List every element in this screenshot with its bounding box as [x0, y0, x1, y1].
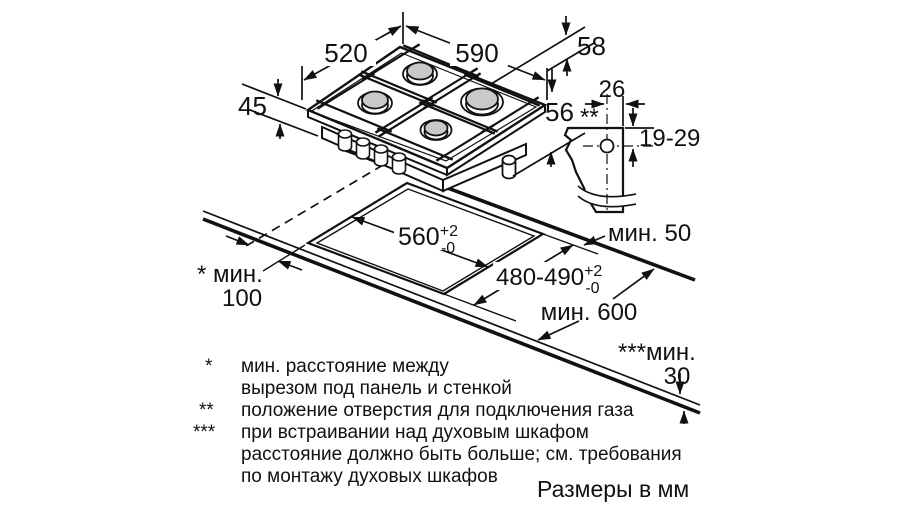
cutout-depth-tol-plus: +2 — [584, 263, 602, 280]
dim-45 — [241, 79, 319, 139]
dim-min-100 — [225, 235, 303, 271]
label-bg-590 — [450, 40, 508, 66]
dim-26-label: 26 — [599, 76, 626, 103]
dim-min-600 — [537, 268, 655, 341]
dim-56 — [512, 69, 586, 177]
dim-min-100-label: * мин. — [197, 261, 263, 288]
cutout-width-value: 560 — [398, 223, 440, 251]
control-knobs — [337, 129, 407, 175]
dim-min-30-label: ***мин. — [618, 339, 696, 366]
dim-58 — [490, 16, 595, 85]
cutout-depth-tol-minus: -0 — [585, 280, 599, 297]
units-note: Размеры в мм — [537, 476, 689, 502]
burner-left — [357, 90, 393, 115]
dim-26 — [585, 96, 645, 126]
pan-grates — [315, 43, 541, 162]
dim-58-label: 58 — [577, 31, 606, 61]
dim-560-label: 560+2-0 — [398, 223, 458, 257]
gas-connection-profile — [563, 94, 654, 214]
worktop-front-edge-outer — [202, 217, 701, 415]
worktop-front-edge-inner — [202, 210, 701, 406]
burner-right — [460, 87, 504, 117]
cutout-width-tol-minus: -0 — [441, 240, 455, 257]
footnote-2-line1: положение отверстия для подключения газа — [241, 400, 634, 421]
label-bg-480 — [493, 262, 601, 290]
gas-hole — [599, 138, 615, 154]
break-lines — [577, 185, 637, 208]
footnote-1-line1: мин. расстояние между — [241, 356, 449, 377]
dim-min-30-value: 30 — [664, 363, 691, 390]
label-bg-520 — [318, 40, 376, 66]
footnote-3-line2: расстояние должно быть больше; см. требо… — [241, 444, 682, 465]
cutout-depth-value: 480-490 — [496, 264, 584, 291]
cutout-width-tol-plus: +2 — [440, 223, 458, 240]
dim-45-label: 45 — [238, 91, 267, 121]
burner-front — [419, 119, 453, 141]
footnotes: * мин. расстояние между вырезом под пане… — [193, 356, 682, 487]
footnote-3-marker: *** — [193, 422, 216, 443]
dim-590-label: 590 — [455, 38, 498, 68]
dim-min-600-label: мин. 600 — [541, 299, 638, 326]
gas-note-marker: ** — [580, 104, 599, 131]
dim-19-29 — [625, 108, 654, 167]
hob-foot — [501, 154, 517, 180]
projection-dashed-line — [245, 164, 384, 247]
dim-min-30 — [675, 373, 689, 424]
break-mask — [578, 186, 636, 207]
burner-back — [402, 61, 438, 86]
label-bg-560 — [394, 222, 472, 250]
footnote-3-line3: по монтажу духовых шкафов — [241, 466, 498, 487]
dim-min-100-value: 100 — [222, 285, 262, 312]
footnote-1-marker: * — [205, 356, 213, 377]
dim-480-490-label: 480-490+2-0 — [496, 263, 602, 297]
dim-56-label: 56 — [545, 97, 574, 127]
footnote-1-line2: вырезом под панель и стенкой — [241, 378, 512, 399]
dim-min-50-label: мин. 50 — [608, 220, 691, 247]
footnote-2-marker: ** — [199, 400, 214, 421]
dim-19-29-label: 19-29 — [639, 125, 700, 152]
dim-min-50 — [583, 235, 606, 246]
footnote-3-line1: при встраивании над духовым шкафом — [241, 422, 589, 443]
dim-520-label: 520 — [324, 38, 367, 68]
